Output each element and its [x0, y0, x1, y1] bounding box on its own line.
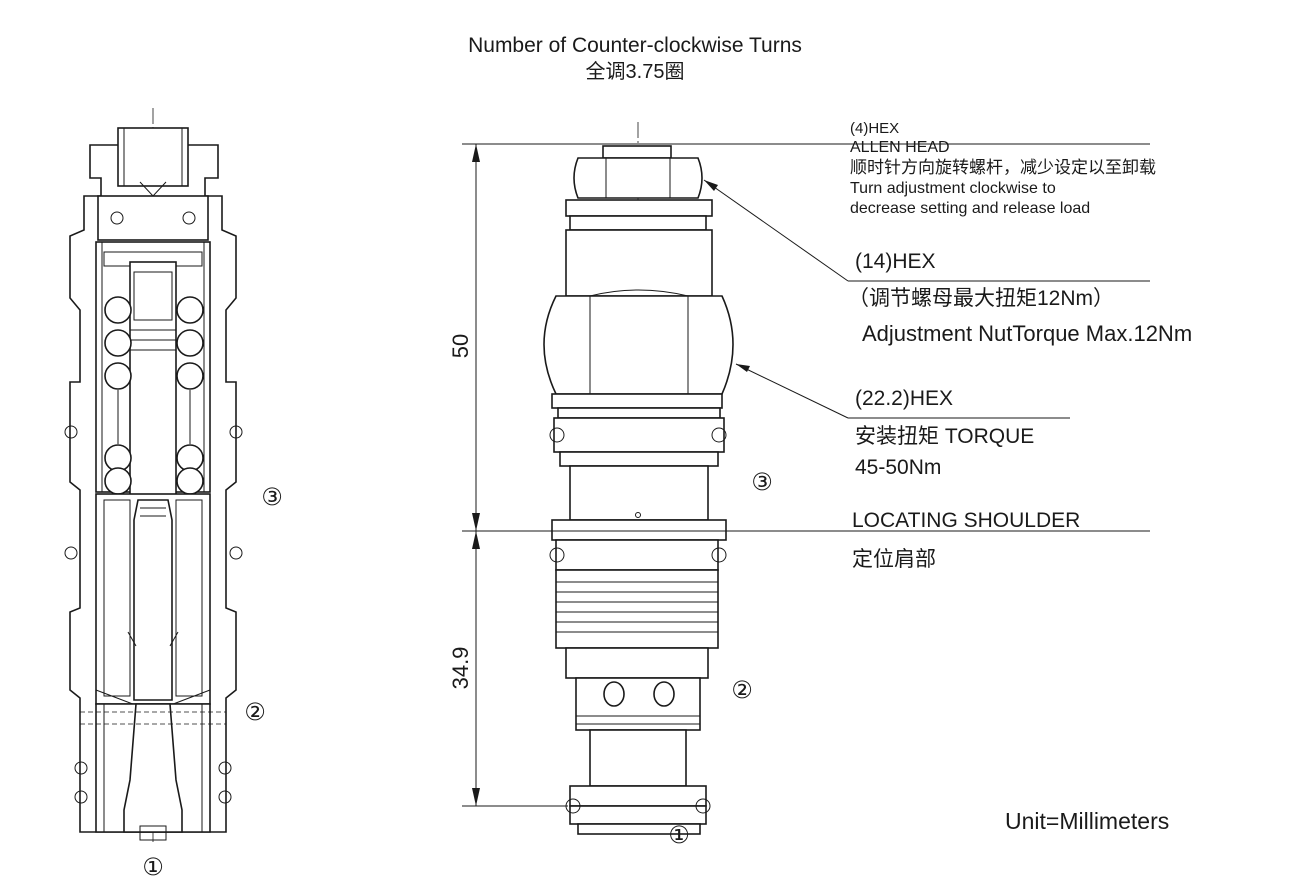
exterior-14-hex-nut	[573, 157, 703, 199]
title-turns-en: Number of Counter-clockwise Turns	[468, 34, 802, 57]
exterior-barrel	[565, 229, 713, 297]
title-turns-cn: 全调3.75圈	[586, 60, 685, 83]
exterior-locating-shoulder	[551, 519, 727, 541]
hex4-note-en1: Turn adjustment clockwise to	[850, 180, 1056, 197]
section-view	[64, 108, 243, 842]
port-2-label-section: ②	[244, 699, 266, 726]
exterior-port-2-body	[575, 677, 701, 731]
hex14-note-cn: （调节螺母最大扭矩12Nm）	[848, 287, 1114, 310]
hex22-torque-label: 安装扭矩 TORQUE	[855, 425, 1034, 448]
port-3-label-section: ③	[261, 484, 283, 511]
leader-lines	[703, 179, 1150, 419]
section-spring-coils	[104, 296, 204, 495]
hex4-type: ALLEN HEAD	[850, 139, 950, 156]
dimension-50: 50	[448, 334, 473, 358]
section-poppet	[133, 499, 173, 701]
port-2-label-exterior: ②	[731, 677, 753, 704]
hex4-note-en2: decrease setting and release load	[850, 200, 1090, 217]
hex4-note-cn: 顺时针方向旋转螺杆，减少设定以至卸载	[850, 158, 1156, 177]
locating-shoulder-cn: 定位肩部	[852, 548, 936, 571]
dimension-34-9: 34.9	[448, 647, 473, 690]
hex22-size: (22.2)HEX	[855, 387, 953, 410]
hex14-note-en: Adjustment NutTorque Max.12Nm	[862, 321, 1192, 346]
locating-shoulder-en: LOCATING SHOULDER	[852, 509, 1080, 532]
exterior-upper-seal	[553, 417, 725, 453]
hex22-torque-value: 45-50Nm	[855, 456, 941, 479]
exterior-port-3-body	[569, 465, 709, 521]
hex14-size: (14)HEX	[855, 250, 936, 273]
exterior-collar	[565, 199, 713, 217]
section-adjuster-head	[117, 127, 189, 187]
exterior-allen-head	[602, 145, 672, 159]
exterior-22-hex-nut	[543, 295, 734, 395]
dimension-lines	[462, 143, 1150, 807]
port-1-label-exterior: ①	[668, 822, 690, 849]
port-1-label-section: ①	[142, 854, 164, 881]
section-nut	[97, 195, 209, 241]
exterior-threads	[555, 569, 719, 649]
port-3-label-exterior: ③	[751, 469, 773, 496]
exterior-view	[543, 122, 734, 835]
unit-note: Unit=Millimeters	[1005, 808, 1169, 834]
hex4-size: (4)HEX	[850, 120, 899, 137]
exterior-nose	[589, 729, 687, 787]
